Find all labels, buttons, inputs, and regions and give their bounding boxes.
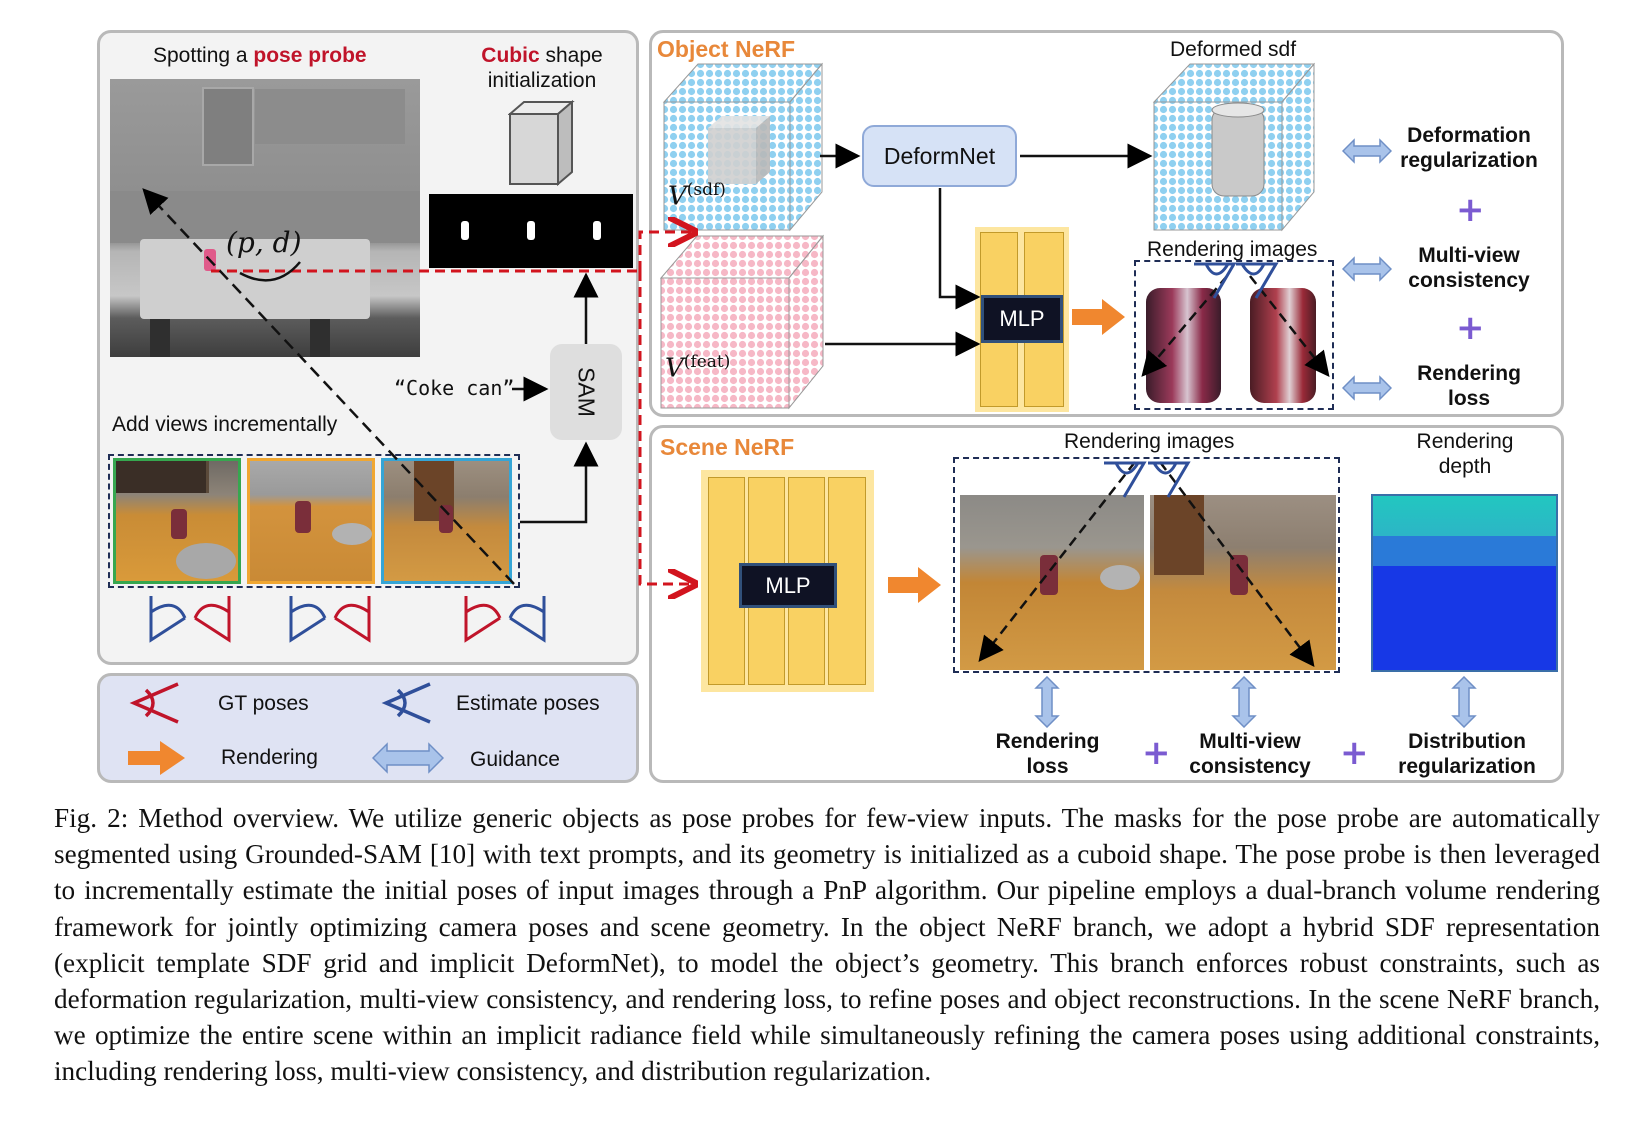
spotting-prefix: Spotting a — [153, 44, 254, 67]
object-rendering-arrow — [1072, 299, 1125, 335]
guidance-icon-object-1 — [1342, 138, 1392, 164]
input-view-1 — [113, 458, 241, 584]
scene-rendering-loss-line1: Rendering — [995, 730, 1100, 753]
v-feat-label: V(feat) — [665, 352, 730, 384]
scene-rendering-images-label: Rendering images — [1064, 430, 1235, 453]
input-views-group — [108, 454, 520, 588]
object-render-camera-icon — [1194, 262, 1279, 299]
plus-object-2: + — [1456, 308, 1485, 348]
sdf-grid-cube — [662, 62, 824, 232]
scene-multiview-line2: consistency — [1189, 754, 1311, 778]
object-multiview-line2: consistency — [1408, 268, 1530, 292]
guidance-icon-scene-2 — [1231, 676, 1257, 728]
object-rendering-loss-line2: loss — [1447, 386, 1491, 410]
guidance-icon-scene-1 — [1034, 676, 1060, 728]
ray-label: (p, d) — [226, 226, 302, 259]
distribution-line2: regularization — [1398, 754, 1536, 778]
v-feat-superscript: (feat) — [683, 352, 731, 372]
deformation-line2: regularization — [1400, 148, 1538, 172]
distribution-line1: Distribution — [1408, 730, 1526, 753]
connector-overlay — [142, 143, 1330, 667]
object-mlp-label: MLP — [981, 295, 1063, 343]
kitchen-scene-render — [110, 79, 420, 357]
pose-probe-highlight: pose probe — [253, 44, 367, 67]
sam-box — [550, 344, 622, 440]
prompt-text: “Coke can” — [394, 376, 515, 400]
camera-pair-icon-view3 — [464, 596, 546, 643]
figure-caption: Fig. 2: Method overview. We utilize gene… — [54, 803, 1600, 1087]
mask-image — [429, 194, 633, 268]
object-nerf-title: Object NeRF — [657, 36, 796, 62]
plus-object-1: + — [1456, 190, 1485, 230]
scene-rendering-loss-line2: loss — [1026, 754, 1069, 778]
deformed-sdf-cube — [1152, 62, 1316, 232]
deformnet-box: DeformNet — [862, 125, 1017, 187]
guidance-icon-object-2 — [1342, 256, 1392, 282]
legend-guidance: Guidance — [470, 748, 560, 771]
v-sdf-symbol: V — [668, 181, 687, 212]
scene-mlp-label: MLP — [739, 563, 837, 608]
legend-estimate-poses: Estimate poses — [456, 692, 600, 715]
scene-render-camera-icon — [1104, 461, 1191, 498]
cubic-title: Cubic shape initialization — [462, 44, 622, 94]
gt-pose-camera-icon — [129, 682, 179, 724]
deformation-line1: Deformation — [1407, 124, 1531, 147]
camera-pair-icon-view1 — [149, 596, 231, 643]
object-rendering-group — [1134, 260, 1334, 410]
object-rendering-loss-line1: Rendering — [1417, 362, 1521, 385]
input-view-2 — [247, 458, 375, 584]
rendering-depth-line2: depth — [1438, 454, 1492, 478]
deformnet-label: DeformNet — [883, 142, 996, 169]
object-render-1 — [1146, 288, 1221, 403]
guidance-arrow-icon — [372, 742, 444, 774]
input-view-3 — [381, 458, 512, 584]
depth-map — [1371, 494, 1558, 672]
cubic-line2: initialization — [487, 68, 597, 92]
rendering-arrow-icon — [128, 741, 185, 775]
legend-panel — [97, 673, 639, 783]
scene-nerf-title: Scene NeRF — [660, 434, 795, 460]
v-feat-symbol: V — [665, 353, 684, 384]
legend-gt-poses: GT poses — [218, 692, 309, 715]
cube-icon — [508, 99, 575, 187]
add-views-label: Add views incrementally — [112, 413, 338, 436]
object-rendering-images-label: Rendering images — [1147, 238, 1318, 261]
v-sdf-label: V(sdf) — [668, 180, 726, 212]
object-multiview-line1: Multi-view — [1418, 244, 1520, 267]
cubic-rest: shape — [539, 44, 603, 67]
spotting-title: Spotting a pose probe — [153, 44, 367, 69]
rendering-depth-line1: Rendering — [1416, 430, 1514, 453]
feat-grid-cube — [659, 234, 825, 410]
scene-rendering-arrow — [888, 567, 941, 603]
v-sdf-superscript: (sdf) — [686, 180, 726, 200]
legend-rendering: Rendering — [221, 746, 318, 769]
scene-multiview-line1: Multi-view — [1199, 730, 1301, 753]
plus-scene-1: + — [1142, 733, 1171, 773]
estimate-pose-camera-icon — [381, 682, 431, 724]
plus-scene-2: + — [1340, 733, 1369, 773]
guidance-icon-object-3 — [1342, 375, 1392, 401]
scene-rendering-group — [953, 457, 1340, 673]
guidance-icon-scene-3 — [1451, 676, 1477, 728]
camera-pair-icon-view2 — [289, 596, 371, 643]
deformed-sdf-label: Deformed sdf — [1170, 38, 1297, 61]
cubic-highlight: Cubic — [481, 44, 540, 67]
